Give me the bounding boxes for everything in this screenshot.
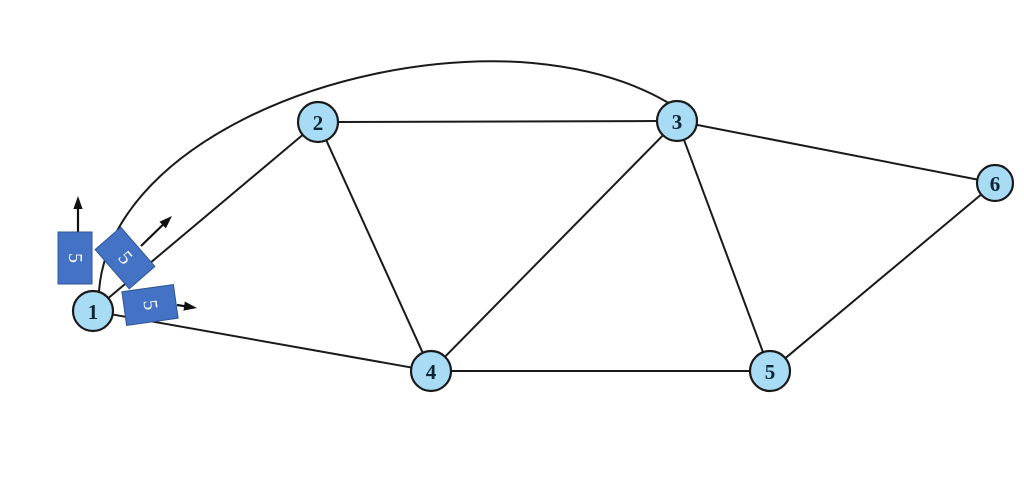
graph-edge [695,123,979,181]
node-circle[interactable] [655,99,699,143]
edge-weight-label: 5 [121,283,197,327]
weight-label-value: 5 [64,253,86,263]
graph-edge [111,313,413,369]
node-label: 3 [672,110,683,134]
weight-label-group: 5 [121,283,179,327]
graph-node-3[interactable]: 3 [655,99,699,143]
weight-arrow-head [73,196,83,209]
nodes-layer: 1 2 3 4 5 6 [71,99,1015,393]
graph-node-4[interactable]: 4 [409,349,453,393]
weight-arrow-shaft [140,221,167,247]
node-circle[interactable] [409,349,453,393]
graph-edge [98,60,673,292]
weight-label-value: 5 [138,299,161,312]
graph-edge [783,193,983,360]
edge-weight-label: 5 [57,196,93,285]
weight-label-box [94,226,156,290]
node-label: 6 [990,172,1001,196]
node-label: 5 [765,360,776,384]
node-circle[interactable] [296,100,340,144]
node-circle[interactable] [975,163,1015,203]
weight-label-group: 5 [57,231,93,285]
weight-label-box [57,231,93,285]
node-circle[interactable] [71,289,115,333]
graph-edge [324,138,425,355]
edge-weight-label: 5 [94,216,172,290]
node-label: 4 [426,360,437,384]
graph-node-1[interactable]: 1 [71,289,115,333]
graph-edge [336,120,659,123]
node-label: 1 [88,300,99,324]
weight-label-group: 5 [94,226,156,290]
graph-edge [443,133,665,359]
weight-arrow-head [159,216,172,229]
graph-edge [682,138,765,354]
graph-node-5[interactable]: 5 [748,349,792,393]
graph-node-6[interactable]: 6 [975,163,1015,203]
weight-arrow-head [183,301,197,311]
weight-label-box [121,283,179,327]
graph-node-2[interactable]: 2 [296,100,340,144]
edges-layer [98,60,983,372]
node-label: 2 [313,111,324,135]
node-circle[interactable] [748,349,792,393]
